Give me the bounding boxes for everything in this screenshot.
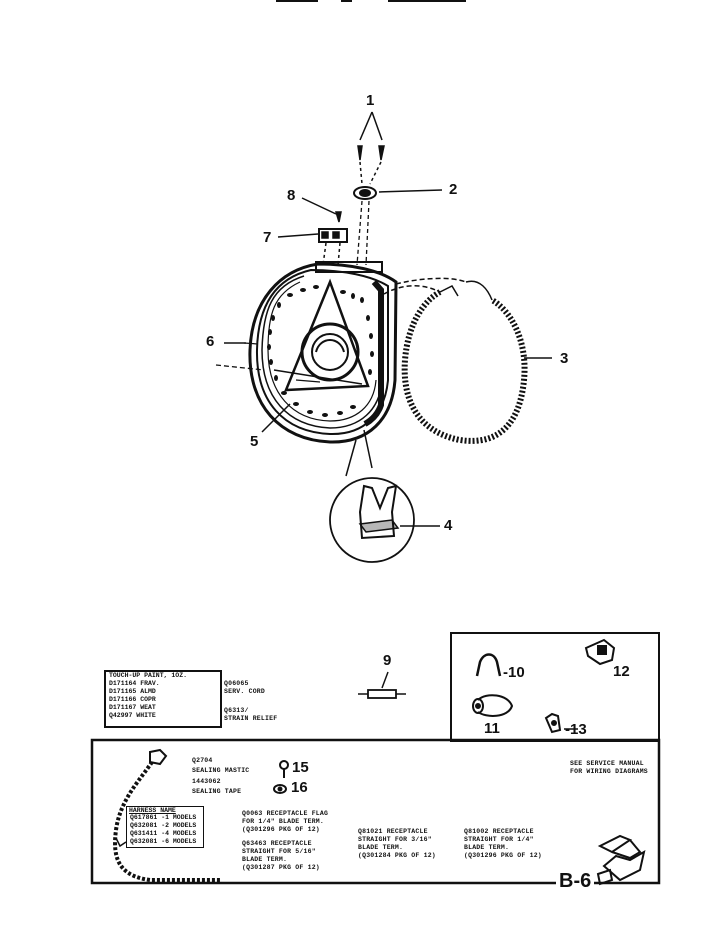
- receptacle-line: Q81021 RECEPTACLE: [358, 828, 428, 835]
- mastic-part: Q2704: [192, 757, 213, 764]
- harness-wire: [113, 748, 220, 882]
- callout-9: 9: [383, 652, 392, 669]
- receptacle-line: FOR 1/4" BLADE TERM.: [242, 818, 325, 825]
- manual-note-line: FOR WIRING DIAGRAMS: [570, 768, 648, 775]
- tape-part: 1443062: [192, 778, 221, 785]
- receptacle-5-16: Q63463 RECEPTACLE STRAIGHT FOR 5/16" BLA…: [242, 840, 320, 872]
- paint-row: D171167 WEAT: [109, 704, 156, 711]
- heating-element-assembly: [215, 261, 398, 444]
- paint-row: D171164 FRAV.: [109, 680, 160, 687]
- part-13-bracket: [544, 712, 578, 734]
- paint-row: D171166 COPR: [109, 696, 156, 703]
- callout-5: 5: [250, 433, 259, 450]
- callout-12: 12: [613, 663, 630, 680]
- callout-7: 7: [263, 229, 272, 246]
- paint-row: Q42997 WHITE: [109, 712, 156, 719]
- receptacle-line: BLADE TERM.: [464, 844, 510, 851]
- part-9-strain-relief: [358, 671, 406, 699]
- touch-up-paint-table: TOUCH-UP PAINT, 1OZ. D171164 FRAV. D1711…: [106, 672, 190, 720]
- receptacle-line: STRAIGHT FOR 3/16": [358, 836, 432, 843]
- receptacle-terminals: [596, 834, 646, 886]
- strain-relief-part: Q6313/: [224, 707, 249, 714]
- callout-15: 15: [292, 759, 309, 776]
- part-16-tape-icon: [273, 784, 287, 794]
- callout-11: 11: [484, 720, 500, 737]
- kit-box: [90, 738, 661, 885]
- part-2-grommet: [353, 186, 443, 266]
- receptacle-line: (Q301287 PKG OF 12): [242, 864, 320, 871]
- part-11-clamp: [472, 694, 514, 717]
- receptacle-flag: Q0063 RECEPTACLE FLAG FOR 1/4" BLADE TER…: [242, 810, 328, 834]
- service-manual-note: SEE SERVICE MANUAL FOR WIRING DIAGRAMS: [570, 760, 648, 776]
- touch-up-paint-box: TOUCH-UP PAINT, 1OZ. D171164 FRAV. D1711…: [104, 670, 222, 728]
- callout-6: 6: [206, 333, 215, 350]
- callout-13: -13: [565, 721, 587, 738]
- part-7-terminal-block: [277, 228, 348, 266]
- harness-row: Q632081 -6 MODELS: [130, 838, 197, 845]
- page-label: B-6: [556, 870, 595, 893]
- callout-16: 16: [291, 779, 308, 796]
- tape-desc: SEALING TAPE: [192, 788, 242, 795]
- receptacle-line: BLADE TERM.: [358, 844, 404, 851]
- callout-8: 8: [287, 187, 296, 204]
- serv-cord-desc: SERV. CORD: [224, 688, 266, 695]
- receptacle-3-16: Q81021 RECEPTACLE STRAIGHT FOR 3/16" BLA…: [358, 828, 436, 860]
- part-4-detail: [329, 429, 440, 563]
- receptacle-line: (Q301296 PKG OF 12): [242, 826, 320, 833]
- receptacle-line: STRAIGHT FOR 1/4": [464, 836, 534, 843]
- callout-4: 4: [444, 517, 453, 534]
- receptacle-line: BLADE TERM.: [242, 856, 288, 863]
- callout-3: 3: [560, 350, 569, 367]
- part-15-mastic-icon: [279, 760, 289, 778]
- receptacle-line: Q0063 RECEPTACLE FLAG: [242, 810, 329, 817]
- receptacle-line: (Q301284 PKG OF 12): [358, 852, 436, 859]
- harness-row: Q631411 -4 MODELS: [130, 830, 197, 837]
- receptacle-line: (Q301296 PKG OF 12): [464, 852, 542, 859]
- harness-box: HARNESS NAME Q617861 -1 MODELS Q632081 -…: [126, 806, 204, 848]
- receptacle-line: Q81002 RECEPTACLE: [464, 828, 534, 835]
- receptacle-line: STRAIGHT FOR 5/16": [242, 848, 316, 855]
- part-5-leader: [261, 403, 291, 433]
- serv-cord-part: Q06065: [224, 680, 249, 687]
- harness-title: HARNESS NAME: [129, 807, 176, 814]
- part-1-screws: [357, 111, 385, 185]
- receptacle-1-4: Q81002 RECEPTACLE STRAIGHT FOR 1/4" BLAD…: [464, 828, 542, 860]
- manual-note-line: SEE SERVICE MANUAL: [570, 760, 644, 767]
- part-3-service-cord: [383, 277, 552, 444]
- mastic-desc: SEALING MASTIC: [192, 767, 250, 774]
- paint-title: TOUCH-UP PAINT, 1OZ.: [109, 672, 188, 679]
- strain-relief-desc: STRAIN RELIEF: [224, 715, 278, 722]
- harness-row: Q632081 -2 MODELS: [130, 822, 197, 829]
- callout-2: 2: [449, 181, 458, 198]
- receptacle-line: Q63463 RECEPTACLE: [242, 840, 312, 847]
- harness-row: Q617861 -1 MODELS: [130, 814, 197, 821]
- callout-1: 1: [366, 92, 375, 109]
- part-10-clip: [475, 653, 502, 677]
- callout-10: -10: [503, 664, 525, 681]
- part-12-connector: [584, 638, 616, 666]
- part-8-screw: [301, 197, 342, 223]
- harness-table: Q617861 -1 MODELS Q632081 -2 MODELS Q631…: [127, 814, 199, 846]
- element-dots: [267, 285, 374, 417]
- paint-row: D171165 ALMD: [109, 688, 156, 695]
